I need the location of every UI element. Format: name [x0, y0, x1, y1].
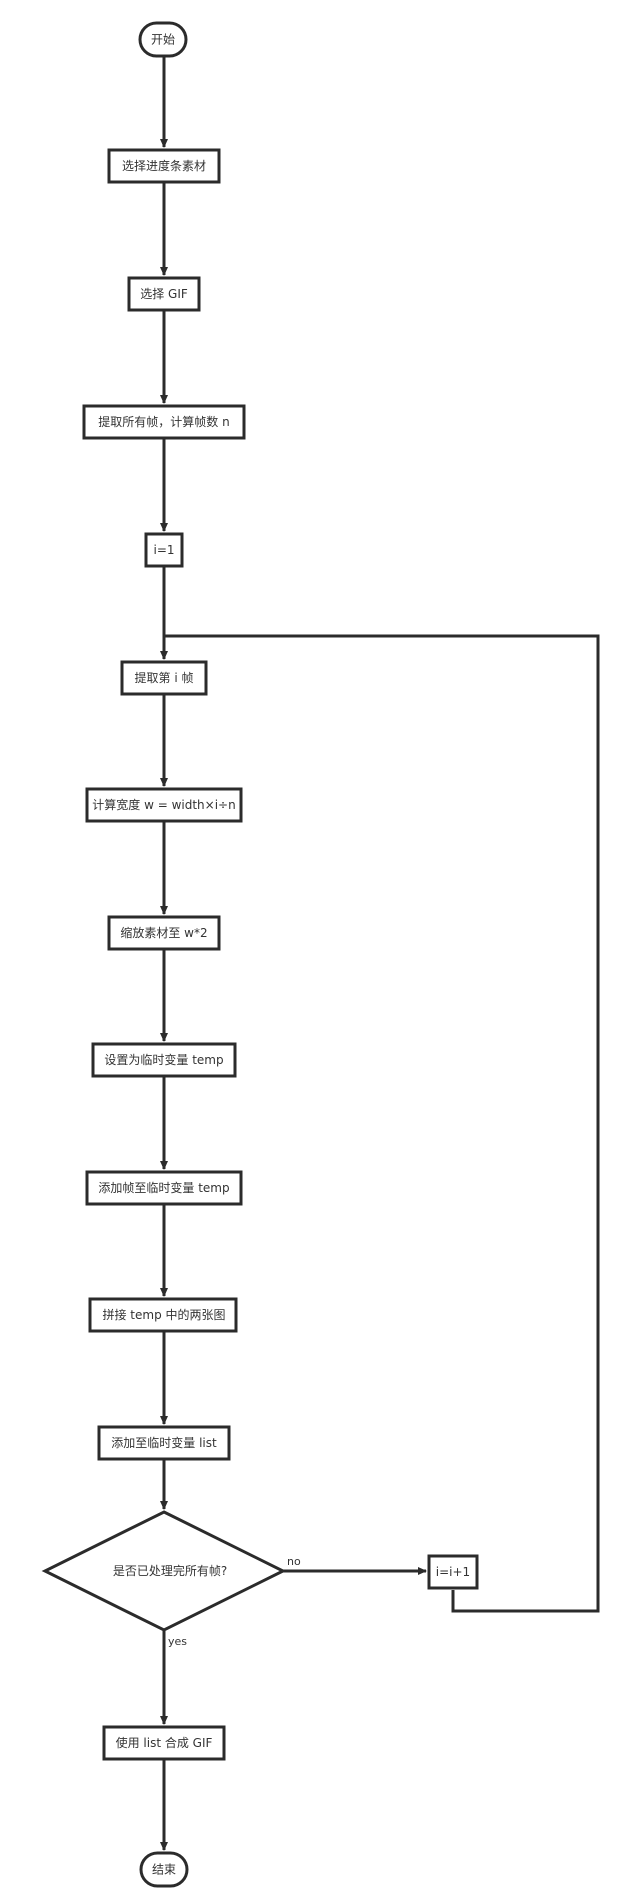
- edges: [160, 57, 600, 1851]
- process-add-list: 添加至临时变量 list: [97, 1425, 231, 1461]
- decision-label: 是否已处理完所有帧?: [113, 1563, 227, 1578]
- process-compute-width: 计算宽度 w = width×i÷n: [85, 787, 243, 823]
- process-increment-i: i=i+1: [427, 1554, 479, 1590]
- start-label: 开始: [151, 33, 175, 47]
- process-label: i=i+1: [436, 1565, 470, 1579]
- end-node: 结束: [139, 1851, 189, 1888]
- edge-label-yes: yes: [168, 1635, 187, 1648]
- process-scale-material: 缩放素材至 w*2: [107, 915, 221, 951]
- edge-loop-back: [164, 634, 600, 1613]
- decision-all-frames-processed: 是否已处理完所有帧?: [41, 1510, 287, 1632]
- end-label: 结束: [152, 1863, 176, 1877]
- process-label: 添加至临时变量 list: [111, 1435, 217, 1450]
- process-select-gif: 选择 GIF: [127, 276, 201, 312]
- process-extract-frame-i: 提取第 i 帧: [120, 660, 208, 696]
- start-node: 开始: [138, 21, 188, 58]
- process-select-material: 选择进度条素材: [107, 148, 221, 184]
- process-init-i: i=1: [144, 532, 184, 568]
- process-label: 设置为临时变量 temp: [104, 1052, 223, 1067]
- process-label: 选择进度条素材: [122, 158, 206, 173]
- process-label: i=1: [153, 543, 174, 557]
- edge-label-no: no: [287, 1555, 301, 1568]
- process-label: 计算宽度 w = width×i÷n: [92, 797, 235, 812]
- process-label: 缩放素材至 w*2: [120, 925, 207, 940]
- process-compose-gif: 使用 list 合成 GIF: [102, 1725, 226, 1761]
- process-extract-frames: 提取所有帧，计算帧数 n: [82, 404, 246, 440]
- process-label: 使用 list 合成 GIF: [116, 1735, 213, 1750]
- process-label: 提取所有帧，计算帧数 n: [98, 414, 229, 429]
- process-stitch: 拼接 temp 中的两张图: [88, 1297, 238, 1333]
- process-label: 添加帧至临时变量 temp: [98, 1180, 229, 1195]
- process-set-temp: 设置为临时变量 temp: [91, 1042, 237, 1078]
- process-label: 提取第 i 帧: [135, 670, 194, 685]
- process-add-frame-temp: 添加帧至临时变量 temp: [85, 1170, 243, 1206]
- process-label: 拼接 temp 中的两张图: [102, 1307, 225, 1322]
- process-label: 选择 GIF: [140, 287, 188, 301]
